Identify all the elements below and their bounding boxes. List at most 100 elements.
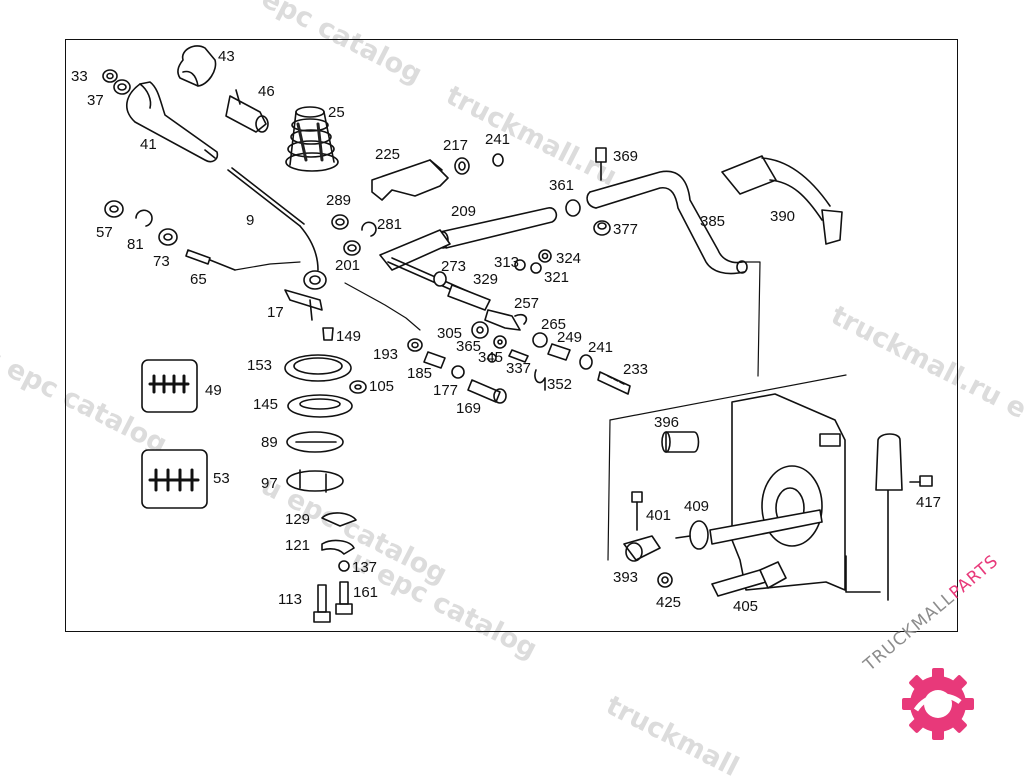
label-345[interactable]: 345 (478, 349, 504, 366)
part-249[interactable] (547, 343, 571, 361)
part-289[interactable] (331, 214, 349, 230)
label-53[interactable]: 53 (213, 470, 230, 487)
part-49[interactable] (141, 359, 198, 413)
part-324[interactable] (538, 249, 552, 263)
part-305[interactable] (471, 321, 489, 339)
label-149[interactable]: 149 (336, 328, 362, 345)
part-housing-lever[interactable] (875, 433, 903, 491)
label-46[interactable]: 46 (258, 83, 275, 100)
label-401[interactable]: 401 (646, 507, 672, 524)
part-65[interactable] (185, 249, 236, 271)
part-201[interactable] (343, 240, 361, 256)
part-161[interactable] (335, 581, 353, 615)
part-241-upper[interactable] (492, 153, 504, 167)
label-185[interactable]: 185 (407, 365, 433, 382)
label-265[interactable]: 265 (541, 316, 567, 333)
part-43[interactable] (177, 45, 217, 87)
part-57[interactable] (104, 200, 124, 218)
part-177[interactable] (451, 365, 465, 379)
part-385[interactable] (586, 170, 748, 275)
label-405[interactable]: 405 (733, 598, 759, 615)
label-37[interactable]: 37 (87, 92, 104, 109)
part-257[interactable] (484, 309, 528, 331)
label-361[interactable]: 361 (549, 177, 575, 194)
label-241-upper[interactable]: 241 (485, 131, 511, 148)
part-361[interactable] (565, 199, 581, 217)
part-9[interactable] (227, 167, 327, 290)
part-217[interactable] (454, 157, 470, 175)
part-105[interactable] (349, 380, 367, 394)
label-73[interactable]: 73 (153, 253, 170, 270)
label-113[interactable]: 113 (278, 591, 302, 608)
part-241-lower[interactable] (579, 354, 593, 370)
label-169[interactable]: 169 (456, 400, 482, 417)
part-425[interactable] (657, 572, 673, 588)
label-352[interactable]: 352 (547, 376, 573, 393)
label-365[interactable]: 365 (456, 338, 482, 355)
part-113[interactable] (313, 584, 331, 623)
label-129[interactable]: 129 (285, 511, 311, 528)
part-41[interactable] (126, 81, 219, 163)
part-137[interactable] (338, 560, 350, 572)
part-393[interactable] (623, 535, 661, 562)
part-409[interactable] (675, 520, 709, 550)
label-241-lower[interactable]: 241 (588, 339, 614, 356)
label-417[interactable]: 417 (916, 494, 942, 511)
part-46[interactable] (225, 89, 269, 133)
label-313[interactable]: 313 (494, 254, 520, 271)
label-81[interactable]: 81 (127, 236, 144, 253)
label-17[interactable]: 17 (267, 304, 284, 321)
label-321[interactable]: 321 (544, 269, 570, 286)
part-145[interactable] (287, 394, 353, 418)
part-73[interactable] (158, 228, 178, 246)
part-365[interactable] (493, 335, 507, 349)
part-345[interactable] (487, 353, 497, 363)
label-209[interactable]: 209 (451, 203, 477, 220)
part-390[interactable] (721, 155, 843, 245)
part-97[interactable] (286, 469, 344, 493)
label-9[interactable]: 9 (246, 212, 255, 229)
label-193[interactable]: 193 (373, 346, 399, 363)
part-352[interactable] (534, 369, 546, 391)
label-425[interactable]: 425 (656, 594, 682, 611)
part-265[interactable] (532, 332, 548, 348)
label-289[interactable]: 289 (326, 192, 352, 209)
label-396[interactable]: 396 (654, 414, 680, 431)
label-89[interactable]: 89 (261, 434, 278, 451)
label-33[interactable]: 33 (71, 68, 88, 85)
part-321[interactable] (530, 262, 542, 274)
part-149[interactable] (322, 327, 334, 341)
label-43[interactable]: 43 (218, 48, 235, 65)
part-417[interactable] (909, 475, 933, 487)
part-129[interactable] (321, 512, 357, 527)
label-41[interactable]: 41 (140, 136, 157, 153)
label-177[interactable]: 177 (433, 382, 459, 399)
label-217[interactable]: 217 (443, 137, 469, 154)
label-409[interactable]: 409 (684, 498, 710, 515)
part-225[interactable] (371, 159, 449, 201)
part-233[interactable] (597, 371, 631, 395)
part-89[interactable] (286, 431, 344, 453)
label-393[interactable]: 393 (613, 569, 639, 586)
label-201[interactable]: 201 (335, 257, 361, 274)
label-65[interactable]: 65 (190, 271, 207, 288)
label-105[interactable]: 105 (369, 378, 395, 395)
label-324[interactable]: 324 (556, 250, 582, 267)
part-396[interactable] (661, 431, 700, 453)
part-401[interactable] (631, 491, 643, 531)
label-385[interactable]: 385 (700, 213, 726, 230)
label-281[interactable]: 281 (377, 216, 403, 233)
part-121[interactable] (321, 539, 355, 555)
label-97[interactable]: 97 (261, 475, 278, 492)
label-329[interactable]: 329 (473, 271, 499, 288)
part-169[interactable] (467, 379, 507, 404)
label-153[interactable]: 153 (247, 357, 273, 374)
part-329[interactable] (447, 284, 491, 311)
label-137[interactable]: 137 (352, 559, 378, 576)
part-369[interactable] (595, 147, 607, 181)
label-233[interactable]: 233 (623, 361, 649, 378)
label-305[interactable]: 305 (437, 325, 463, 342)
label-25[interactable]: 25 (328, 104, 345, 121)
part-33[interactable] (102, 69, 118, 83)
label-337[interactable]: 337 (506, 360, 532, 377)
